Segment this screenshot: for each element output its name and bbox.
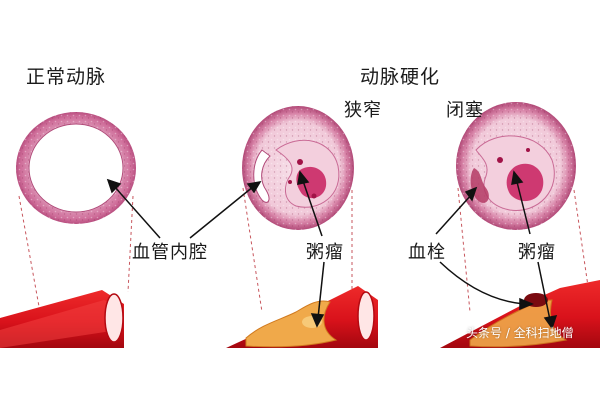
plaque-arrow-stenosis-down xyxy=(317,261,325,319)
occlusion-thrombus xyxy=(470,168,489,203)
occlusion-plaque-deposit xyxy=(469,299,568,348)
atherosclerosis-title: 动脉硬化 xyxy=(360,66,441,88)
stenosis-plaque-core xyxy=(296,166,327,199)
thrombus-arrow-down-head xyxy=(519,297,534,311)
occlusion-projection-left xyxy=(457,187,471,313)
watermark: 头条号 / 全科扫地僧 xyxy=(466,326,574,340)
stenosis-plaque-spot xyxy=(311,193,317,199)
thrombus-arrow-up xyxy=(435,193,473,235)
stenosis-plaque-spot xyxy=(297,159,303,165)
lumen-arrow-stenosis-head xyxy=(246,180,262,194)
thrombus-label: 血栓 xyxy=(408,242,446,263)
normal-projection-left xyxy=(18,195,41,313)
plaque-arrow-occlusion-up-head xyxy=(511,170,524,185)
stenosis-plaque-deposit xyxy=(245,300,338,348)
normal-artery-lumen-highlight xyxy=(0,300,118,348)
plaque-arrow-occlusion-up xyxy=(515,177,531,235)
lumen-label: 血管内腔 xyxy=(132,242,208,263)
occlusion-projection-right xyxy=(573,189,591,301)
normal-artery-opening xyxy=(104,293,124,343)
lumen-arrow-normal-head xyxy=(106,178,122,194)
stenosis-projection-left xyxy=(242,187,263,313)
occlusion-plaque-core xyxy=(506,163,544,202)
occlusion-artery-group xyxy=(440,102,600,348)
stenosis-subtitle: 狭窄 xyxy=(344,100,382,121)
stenosis-residual-lumen xyxy=(253,149,271,203)
occlusion-plaque-spot xyxy=(497,157,503,163)
normal-artery-group xyxy=(0,112,136,348)
stenosis-artery-group xyxy=(226,106,378,348)
occlusion-subtitle: 闭塞 xyxy=(446,100,484,121)
occlusion-plaque-spot xyxy=(526,148,530,152)
plaque-arrow-occlusion-down-head xyxy=(543,315,558,330)
pointer-arrows xyxy=(106,170,558,330)
normal-artery-title: 正常动脉 xyxy=(26,66,107,88)
stenosis-plaque-spot xyxy=(288,180,292,184)
plaque-arrow-stenosis-up xyxy=(301,177,323,237)
plaque-arrow-occlusion-down xyxy=(537,261,551,321)
normal-projection-right xyxy=(127,195,134,293)
thrombus-arrow-up-head xyxy=(464,186,478,202)
lumen-arrow-stenosis xyxy=(189,185,255,239)
plaque-label-stenosis: 粥瘤 xyxy=(306,242,344,263)
normal-artery-lumen xyxy=(28,123,124,213)
plaque-arrow-stenosis-down-head xyxy=(310,313,325,328)
plaque-arrow-stenosis-up-head xyxy=(297,170,310,185)
plaque-label-occlusion: 粥瘤 xyxy=(518,242,556,263)
stenosis-artery-opening xyxy=(357,291,375,341)
lumen-arrow-normal xyxy=(113,185,161,239)
thrombus-arrow-down xyxy=(439,261,525,305)
